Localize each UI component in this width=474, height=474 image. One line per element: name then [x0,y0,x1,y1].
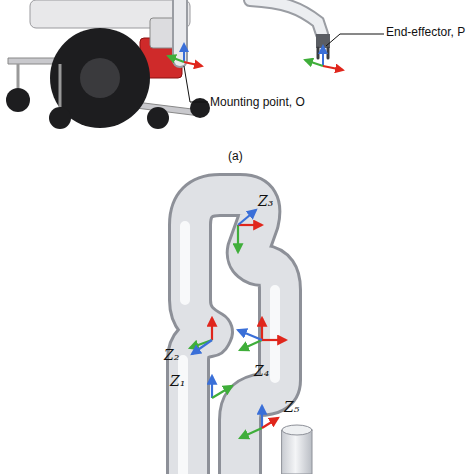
part-label: End-effector, P [386,26,465,39]
joint-frames [190,210,286,438]
axis-label: Z₄ [254,364,269,379]
axis-label: Z₁ [170,374,185,389]
axis-label: Z₃ [258,194,273,209]
axis-label: Z₅ [284,400,299,415]
wheelchair [6,0,210,129]
robot-arm-top [180,0,330,60]
leader-line [184,34,384,102]
frame-end-effector [305,46,343,70]
frame-mount [168,44,202,66]
subfigure-label: (a) [228,150,243,163]
robot-arm [183,195,312,474]
part-label: Mounting point, O [210,96,305,109]
axis-label: Z₂ [164,348,179,363]
